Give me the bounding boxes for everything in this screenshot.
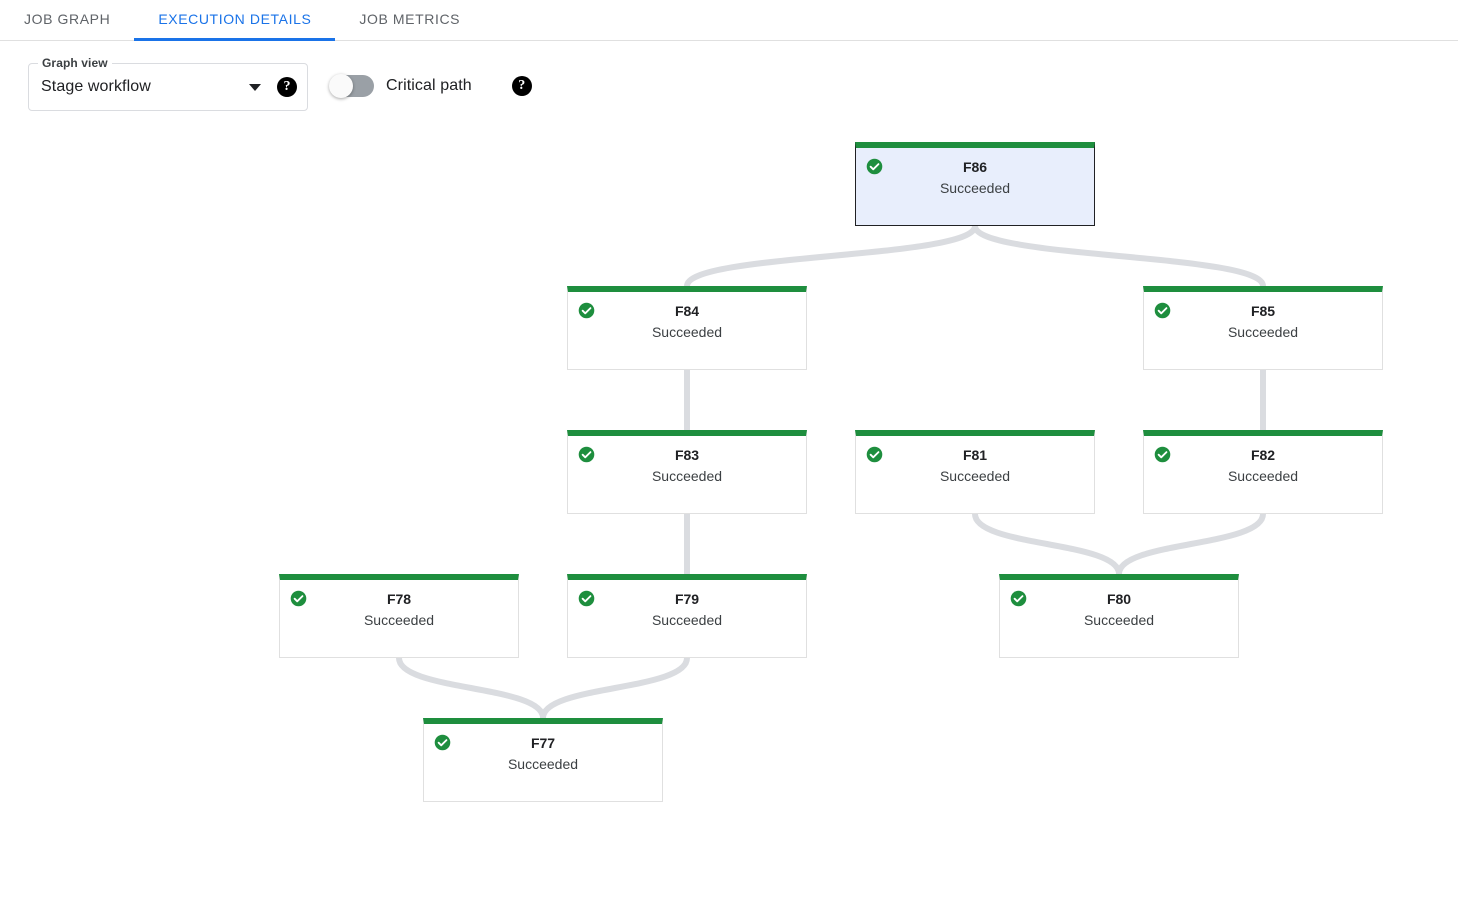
graph-edge [972,223,1266,289]
node-status: Succeeded [1083,612,1155,628]
node-title: F77 [530,735,556,751]
check-circle-icon [1154,302,1171,319]
node-status: Succeeded [1227,468,1299,484]
node-status: Succeeded [363,612,435,628]
tab-execution-details[interactable]: EXECUTION DETAILS [134,0,336,41]
tab-job-metrics[interactable]: JOB METRICS [335,0,484,41]
critical-path-control: Critical path ? [329,74,532,98]
graph-edge [972,511,1122,577]
graph-edge-layer [396,223,1266,721]
node-status: Succeeded [939,468,1011,484]
critical-path-label: Critical path [386,77,472,94]
graph-view-value: Stage workflow [41,78,151,95]
check-circle-icon [1010,590,1027,607]
check-circle-icon [866,446,883,463]
check-circle-icon [866,158,883,175]
node-title: F79 [674,591,700,607]
node-status: Succeeded [651,612,723,628]
node-title: F84 [674,303,700,319]
node-title: F85 [1250,303,1276,319]
graph-edge [684,223,978,289]
tab-label: JOB GRAPH [24,11,111,27]
check-circle-icon [290,590,307,607]
node-status: Succeeded [1227,324,1299,340]
tab-label: JOB METRICS [359,11,461,27]
node-status: Succeeded [651,468,723,484]
tab-label: EXECUTION DETAILS [158,11,312,27]
node-title: F86 [962,159,988,175]
help-icon-graph-view[interactable]: ? [277,77,297,97]
check-circle-icon [578,446,595,463]
tab-bar: JOB GRAPH EXECUTION DETAILS JOB METRICS [0,0,1458,41]
toggle-thumb [329,74,353,98]
graph-edge [396,655,546,721]
node-status: Succeeded [939,180,1011,196]
check-circle-icon [578,302,595,319]
node-status: Succeeded [651,324,723,340]
help-icon-critical-path[interactable]: ? [511,76,532,96]
toolbar: Graph view Stage workflow ? Critical pat… [0,41,1458,131]
graph-edge [540,655,690,721]
check-circle-icon [434,734,451,751]
graph-view-legend: Graph view [38,56,112,70]
check-circle-icon [1154,446,1171,463]
chevron-down-icon[interactable] [249,83,261,91]
check-circle-icon [578,590,595,607]
critical-path-toggle[interactable] [329,74,374,98]
node-title: F83 [674,447,700,463]
tab-job-graph[interactable]: JOB GRAPH [0,0,134,41]
node-status: Succeeded [507,756,579,772]
node-title: F82 [1250,447,1276,463]
graph-edge [1116,511,1266,577]
node-title: F78 [386,591,412,607]
node-title: F80 [1106,591,1132,607]
node-title: F81 [962,447,988,463]
graph-view-select[interactable]: Graph view Stage workflow ? [28,56,308,111]
